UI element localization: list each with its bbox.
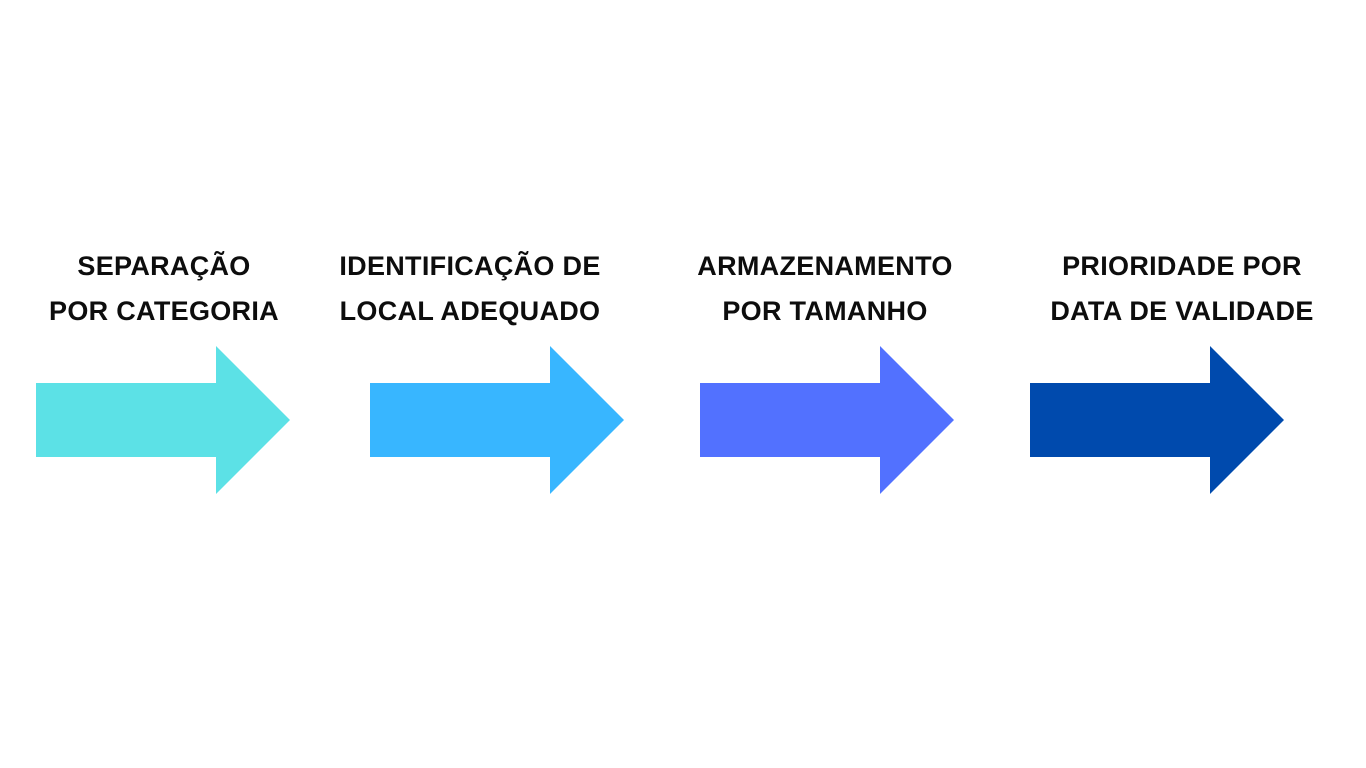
right-arrow-icon bbox=[700, 346, 954, 494]
right-arrow-shape bbox=[370, 346, 624, 494]
step-label-line1: PRIORIDADE POR bbox=[1062, 251, 1302, 281]
right-arrow-icon bbox=[1030, 346, 1284, 494]
step-label-line2: POR TAMANHO bbox=[722, 296, 928, 326]
step-armazenamento-por-tamanho: ARMAZENAMENTO POR TAMANHO bbox=[660, 244, 990, 494]
step-label-line2: POR CATEGORIA bbox=[49, 296, 279, 326]
step-label-line1: ARMAZENAMENTO bbox=[697, 251, 953, 281]
step-label: ARMAZENAMENTO POR TAMANHO bbox=[660, 244, 990, 334]
right-arrow-shape bbox=[36, 346, 290, 494]
right-arrow-shape bbox=[1030, 346, 1284, 494]
right-arrow-shape bbox=[700, 346, 954, 494]
step-label-line1: SEPARAÇÃO bbox=[77, 251, 251, 281]
step-separacao-por-categoria: SEPARAÇÃO POR CATEGORIA bbox=[0, 244, 329, 494]
step-label: IDENTIFICAÇÃO DE LOCAL ADEQUADO bbox=[305, 244, 635, 334]
step-label-line1: IDENTIFICAÇÃO DE bbox=[339, 251, 601, 281]
right-arrow-icon bbox=[36, 346, 290, 494]
step-label-line2: LOCAL ADEQUADO bbox=[339, 296, 601, 326]
right-arrow-icon bbox=[370, 346, 624, 494]
step-label-line2: DATA DE VALIDADE bbox=[1050, 296, 1314, 326]
step-label: PRIORIDADE POR DATA DE VALIDADE bbox=[1017, 244, 1347, 334]
step-label: SEPARAÇÃO POR CATEGORIA bbox=[0, 244, 329, 334]
step-identificacao-de-local-adequado: IDENTIFICAÇÃO DE LOCAL ADEQUADO bbox=[305, 244, 635, 494]
step-prioridade-por-data-de-validade: PRIORIDADE POR DATA DE VALIDADE bbox=[1017, 244, 1347, 494]
